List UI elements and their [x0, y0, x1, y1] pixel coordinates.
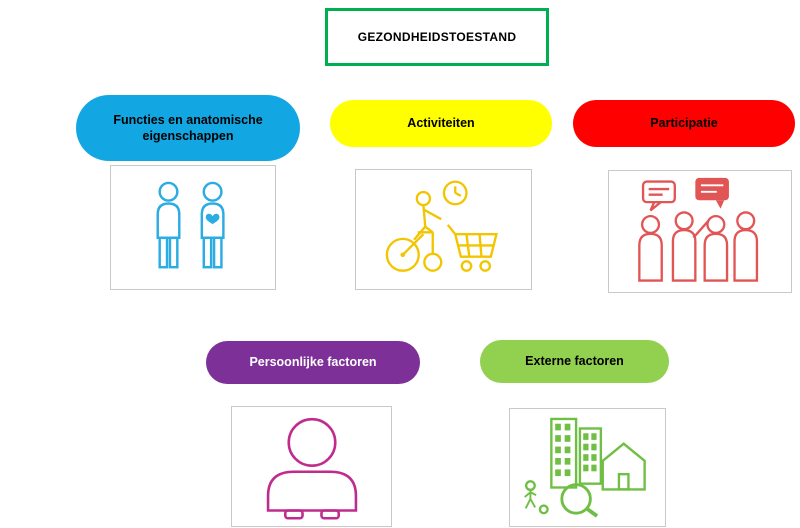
node-persoonlijk-pill: Persoonlijke factoren	[206, 341, 420, 384]
node-persoonlijk-label: Persoonlijke factoren	[249, 355, 377, 370]
node-functies-label: Functies en anatomische eigenschappen	[113, 112, 263, 143]
node-extern-pill: Externe factoren	[480, 340, 669, 383]
node-functies-pill: Functies en anatomische eigenschappen	[76, 95, 300, 161]
node-activiteiten-label: Activiteiten	[407, 116, 475, 131]
node-extern-label: Externe factoren	[525, 354, 624, 369]
wheelchair-shopping-cart-clock-icon	[369, 178, 519, 281]
two-persons-heart-icon	[134, 179, 252, 277]
node-activiteiten-image-box	[355, 169, 532, 290]
node-extern-image-box	[509, 408, 666, 527]
group-speech-bubbles-icon	[630, 176, 770, 288]
buildings-house-magnifier-icon	[519, 415, 657, 520]
node-participatie-label: Participatie	[650, 116, 718, 131]
node-activiteiten-pill: Activiteiten	[330, 100, 552, 147]
person-bust-icon	[256, 413, 368, 521]
page-title: GEZONDHEIDSTOESTAND	[357, 30, 517, 44]
node-participatie-pill: Participatie	[573, 100, 795, 147]
node-participatie-image-box	[608, 170, 792, 293]
node-persoonlijk-image-box	[231, 406, 392, 527]
node-functies-image-box	[110, 165, 276, 290]
title-box: GEZONDHEIDSTOESTAND	[325, 8, 549, 66]
